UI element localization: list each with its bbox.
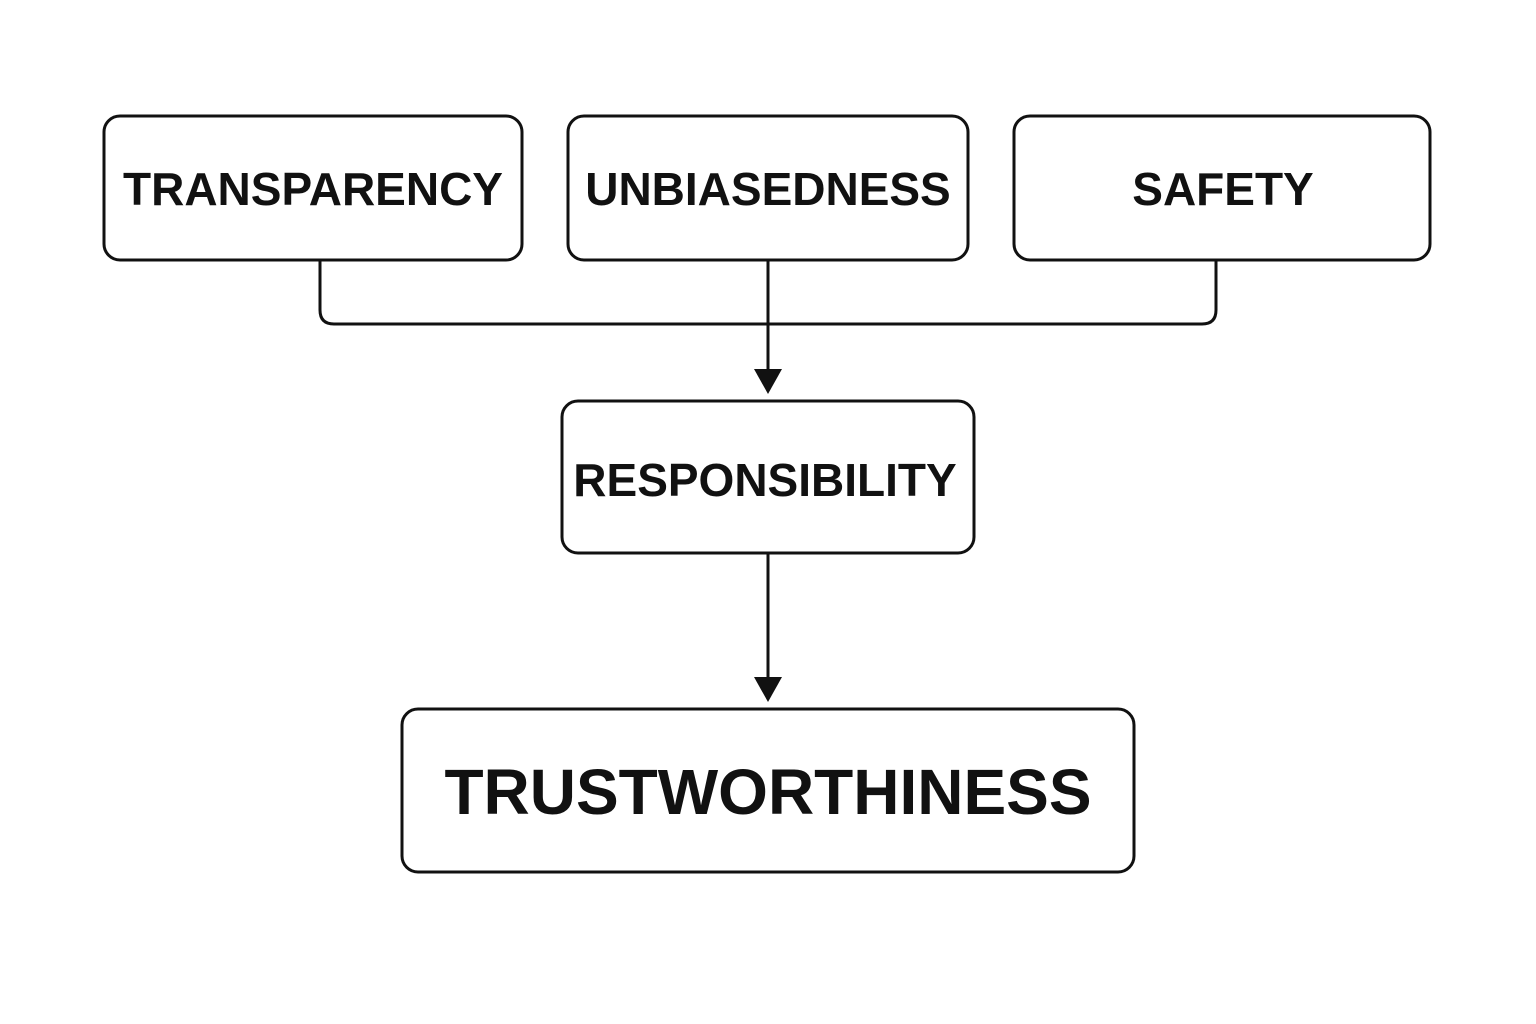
node-safety: SAFETY bbox=[1012, 114, 1432, 262]
node-safety-label: SAFETY bbox=[1132, 163, 1313, 215]
node-responsibility-label: RESPONSIBILITY bbox=[573, 454, 956, 506]
node-transparency: TRANSPARENCY bbox=[102, 114, 524, 262]
node-trustworthiness-label: TRUSTWORTHINESS bbox=[444, 756, 1091, 828]
node-transparency-label: TRANSPARENCY bbox=[123, 163, 503, 215]
arrow-to-responsibility bbox=[754, 369, 782, 394]
node-unbiasedness: UNBIASEDNESS bbox=[566, 114, 970, 262]
node-unbiasedness-label: UNBIASEDNESS bbox=[585, 163, 951, 215]
node-trustworthiness: TRUSTWORTHINESS bbox=[400, 707, 1136, 874]
arrow-to-trustworthiness bbox=[754, 677, 782, 702]
node-responsibility: RESPONSIBILITY bbox=[560, 399, 976, 555]
